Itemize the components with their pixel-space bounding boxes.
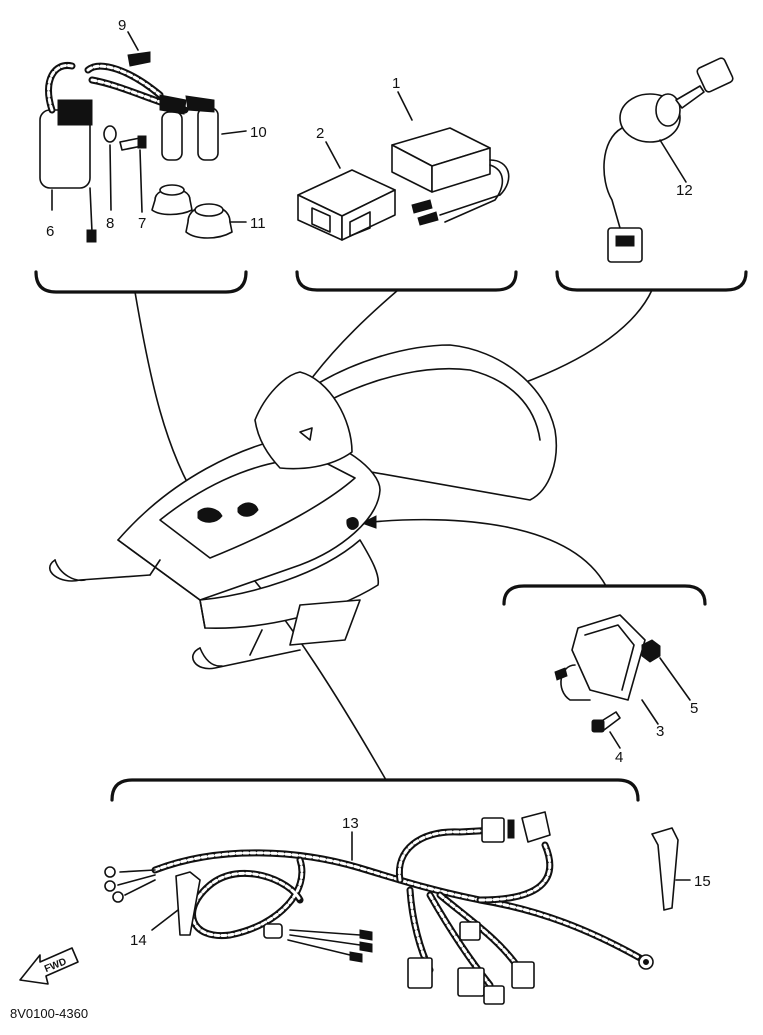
coil-ground-terminal xyxy=(86,229,97,243)
plug-cap-b xyxy=(197,107,219,161)
callout-2: 2 xyxy=(316,125,324,142)
plug-cap-a-shade xyxy=(159,94,187,115)
rectifier-bolt xyxy=(591,711,621,733)
harness-connector-right xyxy=(521,811,551,843)
drawing-code: 8V0100-4360 xyxy=(10,1006,88,1021)
callout-9: 9 xyxy=(118,17,126,34)
plug-cap-a xyxy=(161,111,183,161)
callout-11: 11 xyxy=(250,215,266,232)
harness-connector-b xyxy=(457,967,485,997)
fwd-arrow-icon xyxy=(19,947,79,985)
rectifier-nut xyxy=(641,639,661,663)
callout-14: 14 xyxy=(130,932,147,949)
callout-numbers: 1 2 3 4 5 6 7 8 9 10 11 12 13 14 15 xyxy=(46,17,711,949)
main-switch xyxy=(603,57,734,263)
switch-face xyxy=(655,93,681,127)
leader-coil-to-chassis xyxy=(134,291,201,506)
ski-strut xyxy=(149,559,263,656)
running-board xyxy=(289,599,361,646)
front-direction-marker: FWD xyxy=(19,947,79,985)
rectifier-wire xyxy=(560,664,591,701)
cable-band xyxy=(175,871,201,936)
rectifier-regulator xyxy=(554,614,646,701)
harness-connector-d xyxy=(459,921,481,941)
harness-connector-c xyxy=(511,961,535,989)
harness-connector-a xyxy=(407,957,433,989)
cdi-wires xyxy=(439,159,510,223)
coil-lead-inner xyxy=(47,63,74,112)
wire-harness xyxy=(104,811,654,1005)
cdi-cover xyxy=(297,169,396,241)
cdi-terminals xyxy=(411,199,439,226)
callout-leaders xyxy=(51,31,691,931)
switch-mount-mark xyxy=(299,427,313,441)
cover-slot xyxy=(311,207,371,237)
callout-1: 1 xyxy=(392,75,400,92)
bracket-cdi-group xyxy=(295,270,518,292)
bracket-rectifier-group xyxy=(502,584,707,606)
coil-ground-wire xyxy=(89,187,93,233)
plug-cap-b-shade xyxy=(185,95,215,113)
cable-clamp xyxy=(127,51,151,67)
bracket-main-switch-group xyxy=(555,270,748,292)
callout-12: 12 xyxy=(676,182,693,199)
callout-15: 15 xyxy=(694,873,711,890)
ignition-coil xyxy=(39,61,97,243)
seat-body xyxy=(299,344,558,501)
harness-connector-top xyxy=(481,817,505,843)
ht-lead-a-inner xyxy=(86,64,162,97)
bracket-wire-harness-group xyxy=(110,778,640,802)
callout-3: 3 xyxy=(656,723,664,740)
callout-7: 7 xyxy=(138,215,146,232)
seat-inner xyxy=(329,367,541,441)
grommets xyxy=(151,184,233,239)
coil-mount-mark xyxy=(197,507,223,523)
callout-13: 13 xyxy=(342,815,359,832)
coil-washer xyxy=(103,125,117,143)
spark-plug-caps xyxy=(84,62,219,161)
switch-key-head xyxy=(696,57,734,93)
coil-bolt xyxy=(119,135,147,151)
cdi-unit xyxy=(391,127,510,226)
switch-wire xyxy=(603,127,623,229)
cover-side xyxy=(341,189,396,241)
ski-front-tip xyxy=(54,559,86,582)
snowmobile-illustration xyxy=(48,344,558,670)
rectifier-face xyxy=(584,624,635,691)
rectifier-terminal xyxy=(554,667,568,681)
leader-rectifier-to-chassis xyxy=(371,518,607,587)
rectifier-mount-mark xyxy=(346,517,359,530)
callout-6: 6 xyxy=(46,223,54,240)
chassis-lower xyxy=(117,539,206,629)
arrowhead-rectifier xyxy=(360,515,377,529)
bracket-ignition-coil-group xyxy=(34,270,248,294)
harness-connector-e xyxy=(483,985,505,1005)
ski-rear-tip xyxy=(199,647,223,667)
switch-key xyxy=(675,85,705,109)
cdi-mount-mark xyxy=(237,502,259,517)
cable-tie xyxy=(651,827,679,911)
ski-rear xyxy=(192,647,301,670)
cdi-box-side xyxy=(431,147,491,193)
windshield xyxy=(254,371,353,470)
callout-4: 4 xyxy=(615,749,623,766)
callout-8: 8 xyxy=(106,215,114,232)
ski-front xyxy=(48,559,151,582)
callout-5: 5 xyxy=(690,700,698,717)
coil-cap xyxy=(57,99,93,126)
callout-10: 10 xyxy=(250,124,267,141)
